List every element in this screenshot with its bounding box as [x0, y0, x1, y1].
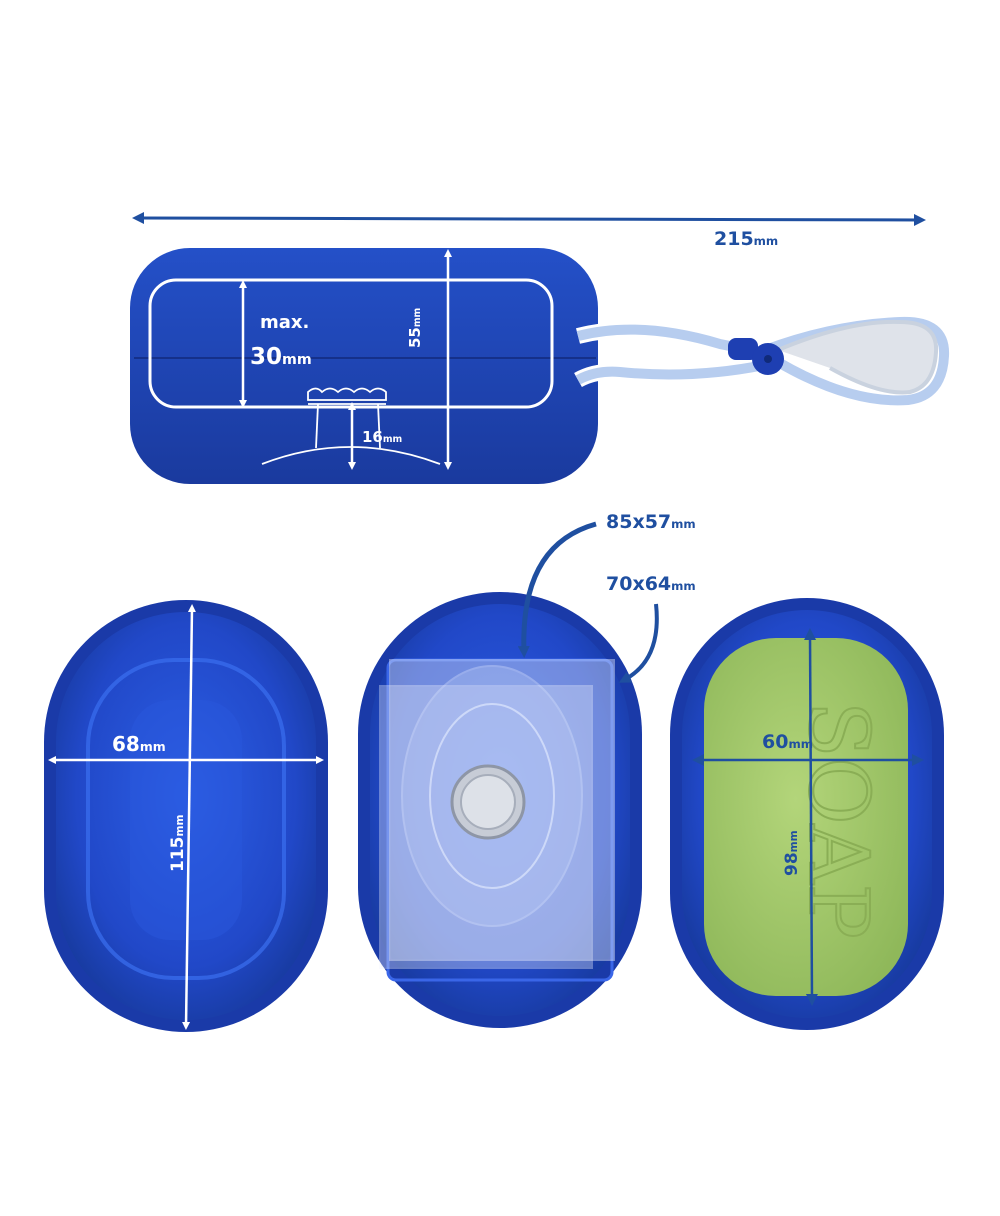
- strap-toggle-icon: [728, 338, 784, 375]
- lid-length-arrow-icon: [182, 604, 196, 1030]
- closed-case-side-view: [130, 248, 598, 484]
- grid-85x57-arrow-icon: [517, 521, 597, 658]
- strap: [574, 313, 953, 409]
- total-length-arrow-icon: [132, 212, 926, 226]
- lid-width-label: 68mm: [112, 732, 166, 756]
- grid-70x64-label: 70x64mm: [606, 573, 696, 595]
- max-thickness-prefix: max.: [260, 312, 310, 333]
- suction-depth-label: 16mm: [362, 428, 403, 446]
- lid-length-label: 115mm: [168, 814, 188, 872]
- grid-85x57-label: 85x57mm: [606, 511, 696, 533]
- case-body: [130, 248, 598, 484]
- soap-length-label: 98mm: [782, 830, 802, 876]
- max-thickness-label: 30mm: [250, 344, 312, 370]
- soap-width-label: 60mm: [762, 731, 813, 753]
- soap-length-arrow-icon: [804, 628, 818, 1006]
- base-with-grid-view: [358, 521, 659, 1028]
- lid-view: [44, 600, 328, 1032]
- grid-70x64-arrow-icon: [618, 603, 659, 683]
- base-with-soap-view: SOAP: [670, 598, 944, 1030]
- height-label: 55mm: [406, 307, 424, 348]
- total-length-label: 215mm: [714, 228, 779, 250]
